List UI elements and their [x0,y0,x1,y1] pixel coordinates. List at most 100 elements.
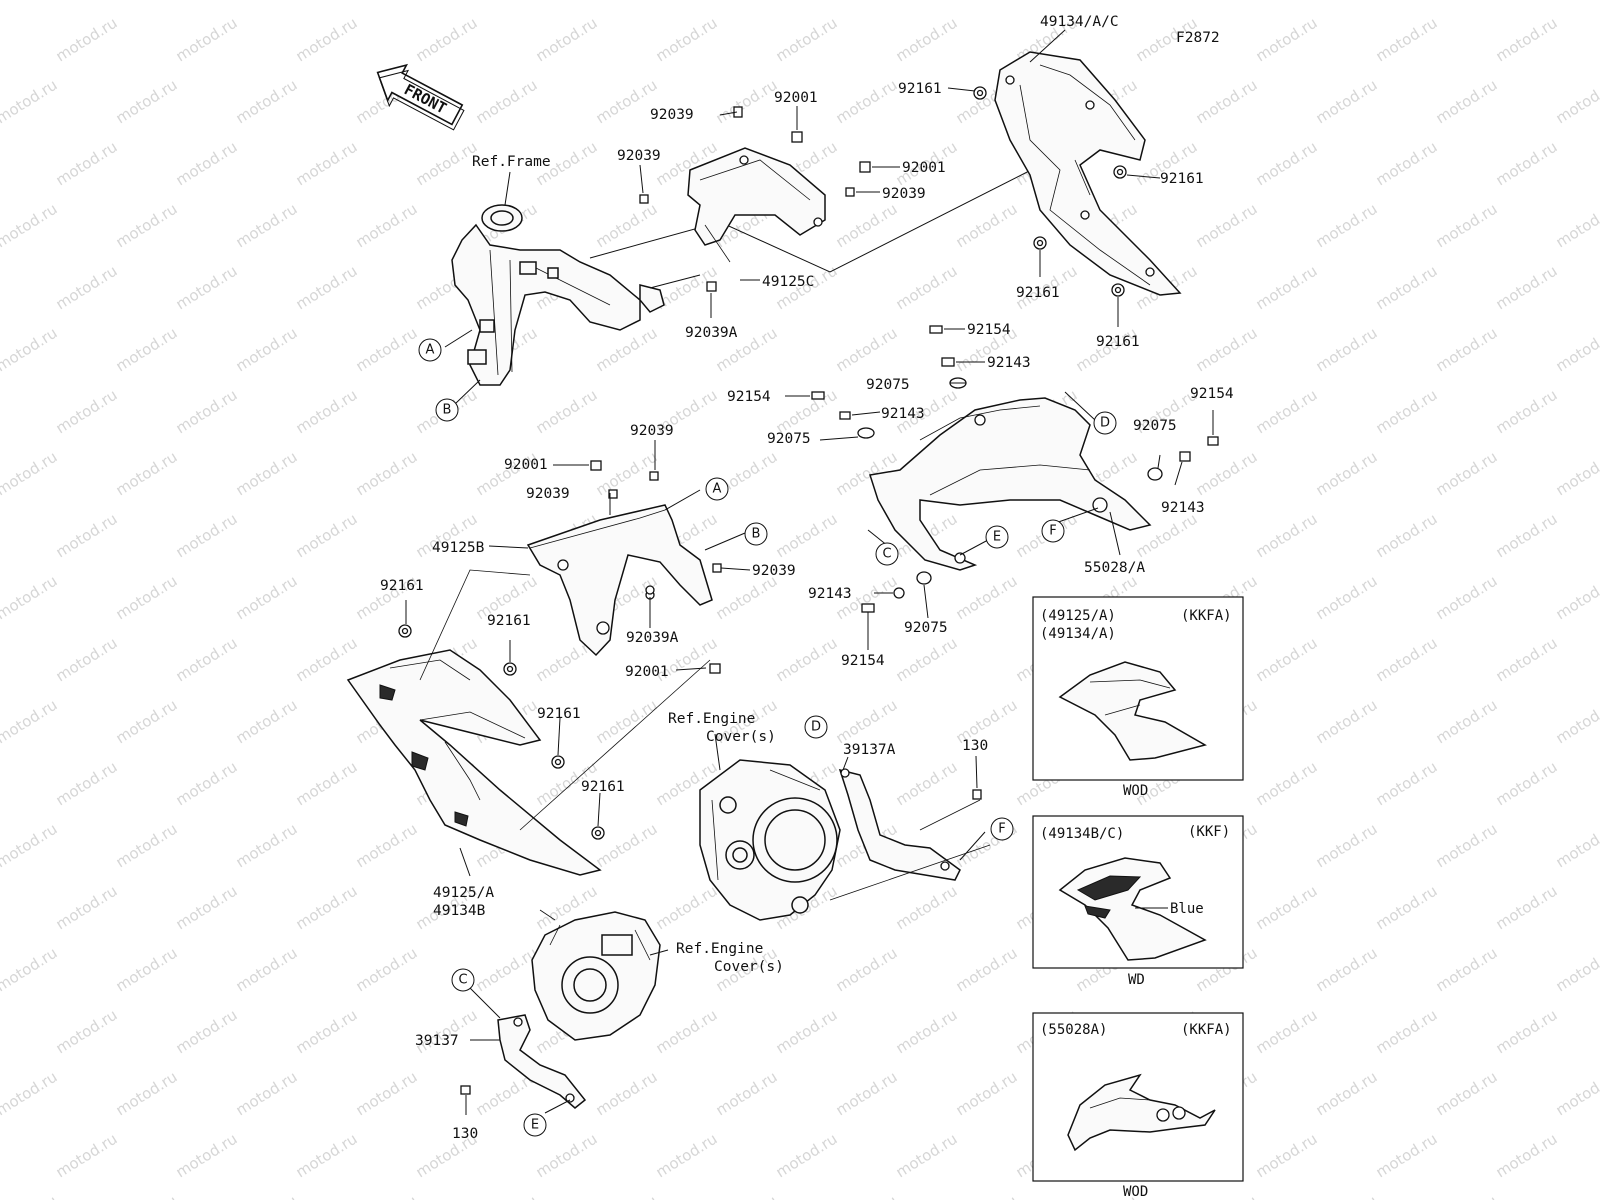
watermark-text: motod.ru [953,0,1021,3]
watermark-text: motod.ru [1553,696,1600,748]
watermark-text: motod.ru [353,1068,421,1120]
watermark-text: motod.ru [113,448,181,500]
watermark-text: motod.ru [833,76,901,128]
label-92161: 92161 [1016,285,1060,301]
watermark-text: motod.ru [473,944,541,996]
watermark-text: motod.ru [113,324,181,376]
watermark-text: motod.ru [173,510,241,562]
watermark-text: motod.ru [173,138,241,190]
watermark-text: motod.ru [1373,138,1441,190]
callout-c-undercowl: C [882,547,891,562]
label-92161: 92161 [380,578,424,594]
watermark-text: motod.ru [893,1006,961,1058]
watermark-text: motod.ru [173,262,241,314]
watermark-text: motod.ru [593,820,661,872]
label-92161: 92161 [487,613,531,629]
watermark-text: motod.ru [1433,696,1501,748]
watermark-text: motod.ru [293,14,361,66]
watermark-text: motod.ru [1433,448,1501,500]
watermark-text: motod.ru [593,1068,661,1120]
watermark-text: motod.ru [1493,1006,1561,1058]
watermark-text: motod.ru [0,1192,60,1200]
watermark-text: motod.ru [113,696,181,748]
watermark-text: motod.ru [233,76,301,128]
watermark-text: motod.ru [53,386,121,438]
callout-d-undercowl: D [1100,416,1110,431]
side-cowl-49134 [994,51,1182,296]
watermark-text: motod.ru [1553,0,1600,3]
watermark-text: motod.ru [653,1006,721,1058]
watermark-text: motod.ru [1493,510,1561,562]
watermark-text: motod.ru [1313,1192,1381,1200]
watermark-text: motod.ru [533,14,601,66]
watermark-text: motod.ru [1553,820,1600,872]
watermark-text: motod.ru [1433,0,1501,3]
label-92039a: 92039A [685,325,738,341]
watermark-text: motod.ru [233,448,301,500]
watermark-text: motod.ru [593,200,661,252]
variant-box-2-caption: WD [1128,972,1145,988]
watermark-text: motod.ru [113,200,181,252]
watermark-text: motod.ru [1253,1130,1321,1182]
watermark-text: motod.ru [773,1006,841,1058]
watermark-text: motod.ru [1373,510,1441,562]
bracket-39137a [838,768,961,881]
figure-code: F2872 [1176,30,1220,46]
watermark-text: motod.ru [1373,1130,1441,1182]
watermark-text: motod.ru [953,572,1021,624]
watermark-text: motod.ru [713,1068,781,1120]
watermark-text: motod.ru [113,1068,181,1120]
callout-circles: A B A B C C D D E E F F [418,338,1117,1137]
bracket-39137 [497,1014,587,1109]
ref-engine-cover-label: Ref.Engine [668,711,755,727]
watermark-text: motod.ru [1253,510,1321,562]
watermark-text: motod.ru [1313,1068,1381,1120]
label-49125a: 49125/A [433,885,494,901]
watermark-text: motod.ru [1553,944,1600,996]
watermark-text: motod.ru [353,324,421,376]
watermark-text: motod.ru [653,1130,721,1182]
watermark-text: motod.ru [173,634,241,686]
watermark-text: motod.ru [1433,820,1501,872]
variant-box-2-code: (KKF) [1188,824,1230,840]
watermark-text: motod.ru [53,14,121,66]
label-92075: 92075 [1133,418,1177,434]
watermark-text: motod.ru [113,572,181,624]
watermark-text: motod.ru [113,0,181,3]
label-49125b: 49125B [432,540,485,556]
ref-engine-cover-label-2: Cover(s) [706,729,776,745]
label-49134ac: 49134/A/C [1040,14,1119,30]
watermark-text: motod.ru [1253,138,1321,190]
watermark-text: motod.ru [1253,1006,1321,1058]
label-92075: 92075 [904,620,948,636]
watermark-text: motod.ru [1553,572,1600,624]
label-92039: 92039 [617,148,661,164]
ref-engine-cover-label: Ref.Engine [676,941,763,957]
ref-engine-cover-label-2: Cover(s) [714,959,784,975]
watermark-text: motod.ru [1553,200,1600,252]
label-92001: 92001 [625,664,669,680]
callout-b-bracket: B [752,527,761,542]
watermark-text: motod.ru [0,0,60,3]
label-92154: 92154 [1190,386,1234,402]
watermark-text: motod.ru [173,758,241,810]
watermark-text: motod.ru [1373,1006,1441,1058]
watermark-text: motod.ru [833,1068,901,1120]
label-92143: 92143 [1161,500,1205,516]
watermark-text: motod.ru [1493,882,1561,934]
watermark-text: motod.ru [893,14,961,66]
label-92039: 92039 [752,563,796,579]
watermark-text: motod.ru [773,634,841,686]
watermark-text: motod.ru [0,448,60,500]
watermark-text: motod.ru [833,696,901,748]
watermark-text: motod.ru [0,696,60,748]
watermark-text: motod.ru [953,1068,1021,1120]
watermark-text: motod.ru [293,634,361,686]
watermark-text: motod.ru [713,572,781,624]
label-92161: 92161 [537,706,581,722]
watermark-text: motod.ru [0,820,60,872]
watermark-text: motod.ru [773,14,841,66]
callout-c-bracket: C [458,973,467,988]
callout-b-frame: B [443,403,452,418]
watermark-text: motod.ru [1493,1130,1561,1182]
